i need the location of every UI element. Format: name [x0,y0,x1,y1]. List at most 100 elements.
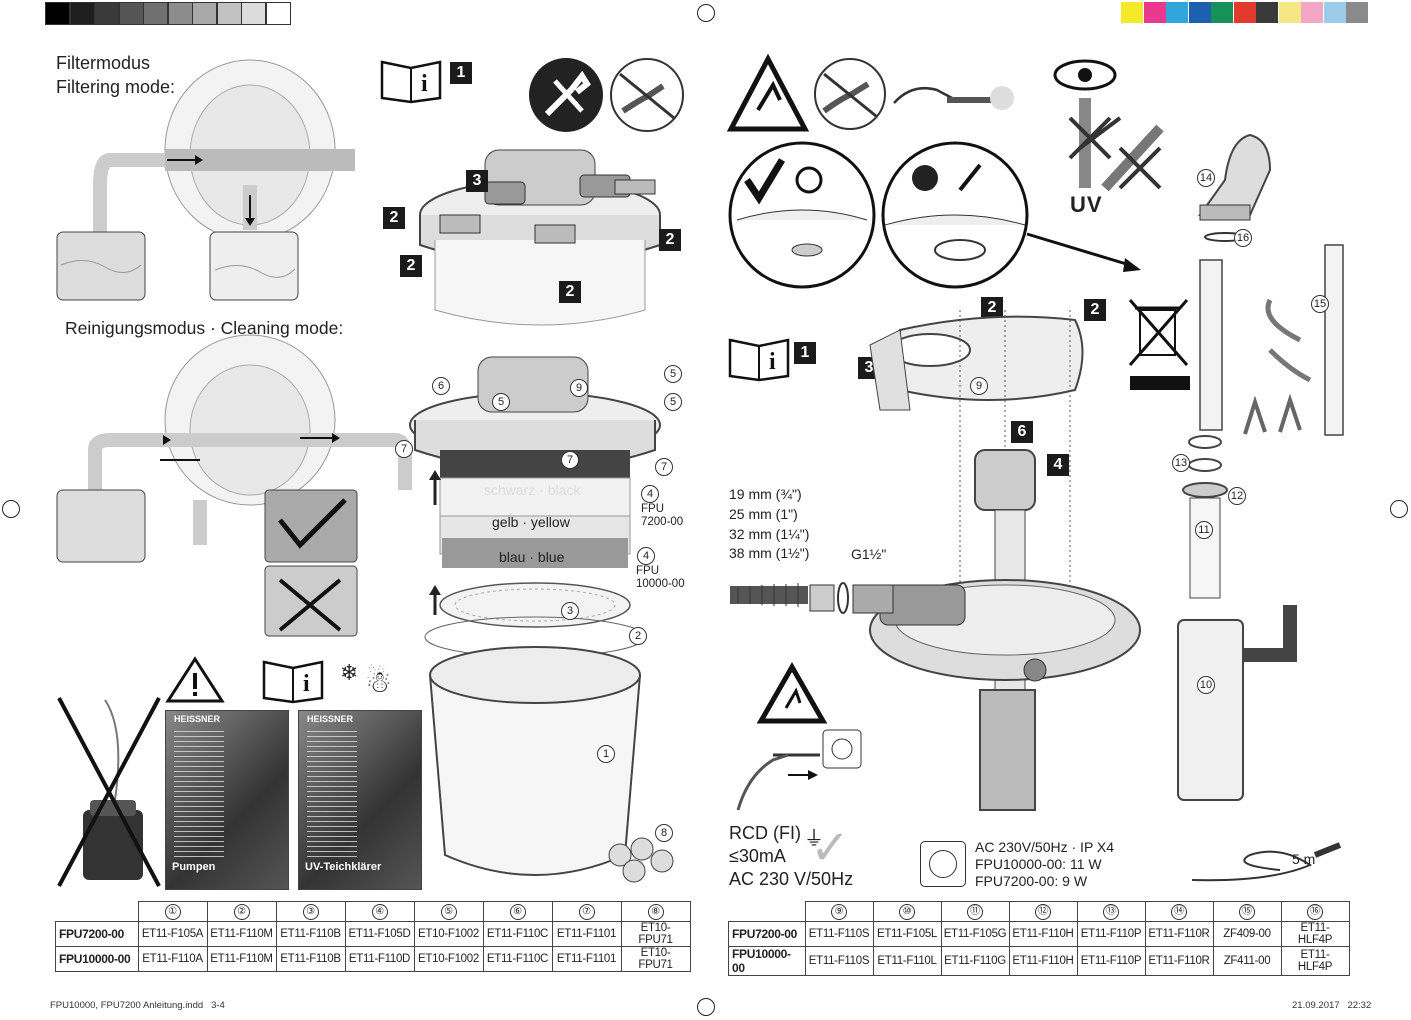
part-cell: ET11-F110M [206,921,277,947]
spec-line2: FPU10000-00: 11 W [975,856,1102,872]
snowman-icon: ☃ [365,666,392,699]
power-cable-icon [1191,842,1342,882]
parts-table-right: ⑨ ⑩ ⑪ ⑫ ⑬ ⑭ ⑮ ⑯ FPU7200-00 ET11-F110S ET… [728,901,1350,976]
no-pump-in-water-icon [57,697,161,887]
parts-table-left: ① ② ③ ④ ⑤ ⑥ ⑦ ⑧ FPU7200-00 ET11-F105A ET… [55,901,691,972]
unplug-icon-2 [814,58,886,130]
part-cell: ET11-F110A [137,946,208,972]
manual2-brand-label: HEISSNER [307,714,354,724]
part-cell: ET10-F1002 [413,921,484,947]
part-marker-r12: 12 [1228,487,1246,505]
part-marker-4a: 4 [641,485,659,503]
part-marker-5a: 5 [664,365,682,383]
manual2-title: UV-Teichklärer [305,861,382,873]
part-cell: ET11-F1101 [551,946,622,972]
part-cell: ET11-F110C [482,921,553,947]
part-cell: ET11-F110P [1076,946,1146,976]
part-marker-r16: 16 [1234,229,1252,247]
rcd-line3: AC 230 V/50Hz [729,869,854,889]
step-marker-r1: 1 [794,342,816,364]
uv-manual-cover: HEISSNER UV-Teichklärer [298,710,422,890]
part-marker-r15: 15 [1311,295,1329,313]
read-manual-icon-2: i [380,60,442,104]
filtering-mode-diagram [56,59,355,301]
step-marker-r2a: 2 [981,297,1003,319]
grayscale-swatch [69,2,95,25]
socket-icon [920,841,966,887]
svg-text:i: i [769,349,776,375]
cleaning-mode-label: Reinigungsmodus · Cleaning mode: [65,318,344,338]
arrow-to-uv-lamp [1026,232,1141,272]
header-cell: ⑭ [1144,901,1214,922]
cable-length-label: 5 m [1292,851,1316,867]
part-cell: ET11-F110S [804,946,874,976]
model-cell: FPU7200-00 [55,921,139,947]
table-row: FPU7200-00 ET11-F105A ET11-F110M ET11-F1… [55,921,691,947]
part-marker-6: 6 [432,377,450,395]
header-cell: ⑤ [413,901,484,922]
header-cell: ② [206,901,277,922]
header-cell: ⑮ [1212,901,1282,922]
color-swatch [1233,2,1256,23]
color-swatch [1143,2,1166,23]
pump-manual-cover: HEISSNER Pumpen [165,710,289,890]
part-cell: ET11-F110G [940,946,1010,976]
part-cell: ET11-F110R [1144,946,1214,976]
registration-mark-right [1390,500,1408,518]
header-cell: ⑥ [482,901,553,922]
part-cell: ZF411-00 [1212,946,1282,976]
header-cell: ⑧ [620,901,691,922]
part-marker-5c: 5 [664,393,682,411]
part-cell: ET11-F110P [1076,921,1146,947]
part-marker-r11: 11 [1195,521,1213,539]
model-cell: FPU7200-00 [728,921,806,947]
table-corner-cell [728,901,806,922]
step-marker-2b: 2 [659,229,681,251]
grayscale-swatch [192,2,217,25]
part-cell: ET10-F1002 [413,946,484,972]
part-marker-5b: 5 [492,393,510,411]
manual-brand-label: HEISSNER [174,714,221,724]
part-marker-r9: 9 [970,377,988,395]
step-marker-r6: 6 [1011,421,1033,443]
part-marker-7a: 7 [395,440,413,458]
filter-lid-upper-diagram [419,149,661,326]
footer-date: 21.09.2017 22:32 [1292,1000,1372,1011]
part-cell: ET11-F110R [1144,921,1214,947]
warning-triangle-icon [165,656,225,703]
hose-size-32: 32 mm (1¼") [729,526,810,542]
hose-connector-diagram [730,582,894,614]
part-marker-4b: 4 [637,547,655,565]
part-cell: ET11-HLF4P [1280,921,1350,947]
part-marker-2: 2 [629,627,647,645]
step-marker-r4: 4 [1047,454,1069,476]
filter-mode-en-label: Filtering mode: [56,77,176,97]
color-swatch [1301,2,1323,23]
cleaning-mode-diagram [56,334,412,637]
part-cell: ZF409-00 [1212,921,1282,947]
header-cell: ⑬ [1076,901,1146,922]
ground-symbol-icon: ⏚ [804,828,824,850]
grayscale-swatch [118,2,144,25]
registration-mark-top [697,4,715,22]
part-cell: ET11-F1101 [551,921,622,947]
header-cell: ⑯ [1280,901,1350,922]
color-swatch [1278,2,1301,23]
part-cell: ET10-FPU71 [620,921,691,947]
part-marker-3: 3 [561,602,579,620]
unplug-icon [610,58,684,132]
part-cell: ET11-F105D [344,921,415,947]
plug-socket-hand-icon [736,729,862,811]
header-cell: ① [137,901,208,922]
filter-mode-de-label: Filtermodus [56,53,151,73]
part-marker-7b: 7 [561,451,579,469]
read-manual-icon: i [262,660,324,704]
part-cell: ET11-F110H [1008,921,1078,947]
header-cell: ⑨ [804,901,874,922]
model-cell: FPU10000-00 [728,946,806,976]
layer-blue-label: blau · blue [499,549,565,565]
thread-size-label: G1½" [851,546,887,562]
grayscale-swatch [265,2,291,25]
grayscale-swatch [167,2,193,25]
color-swatch [1256,2,1278,23]
